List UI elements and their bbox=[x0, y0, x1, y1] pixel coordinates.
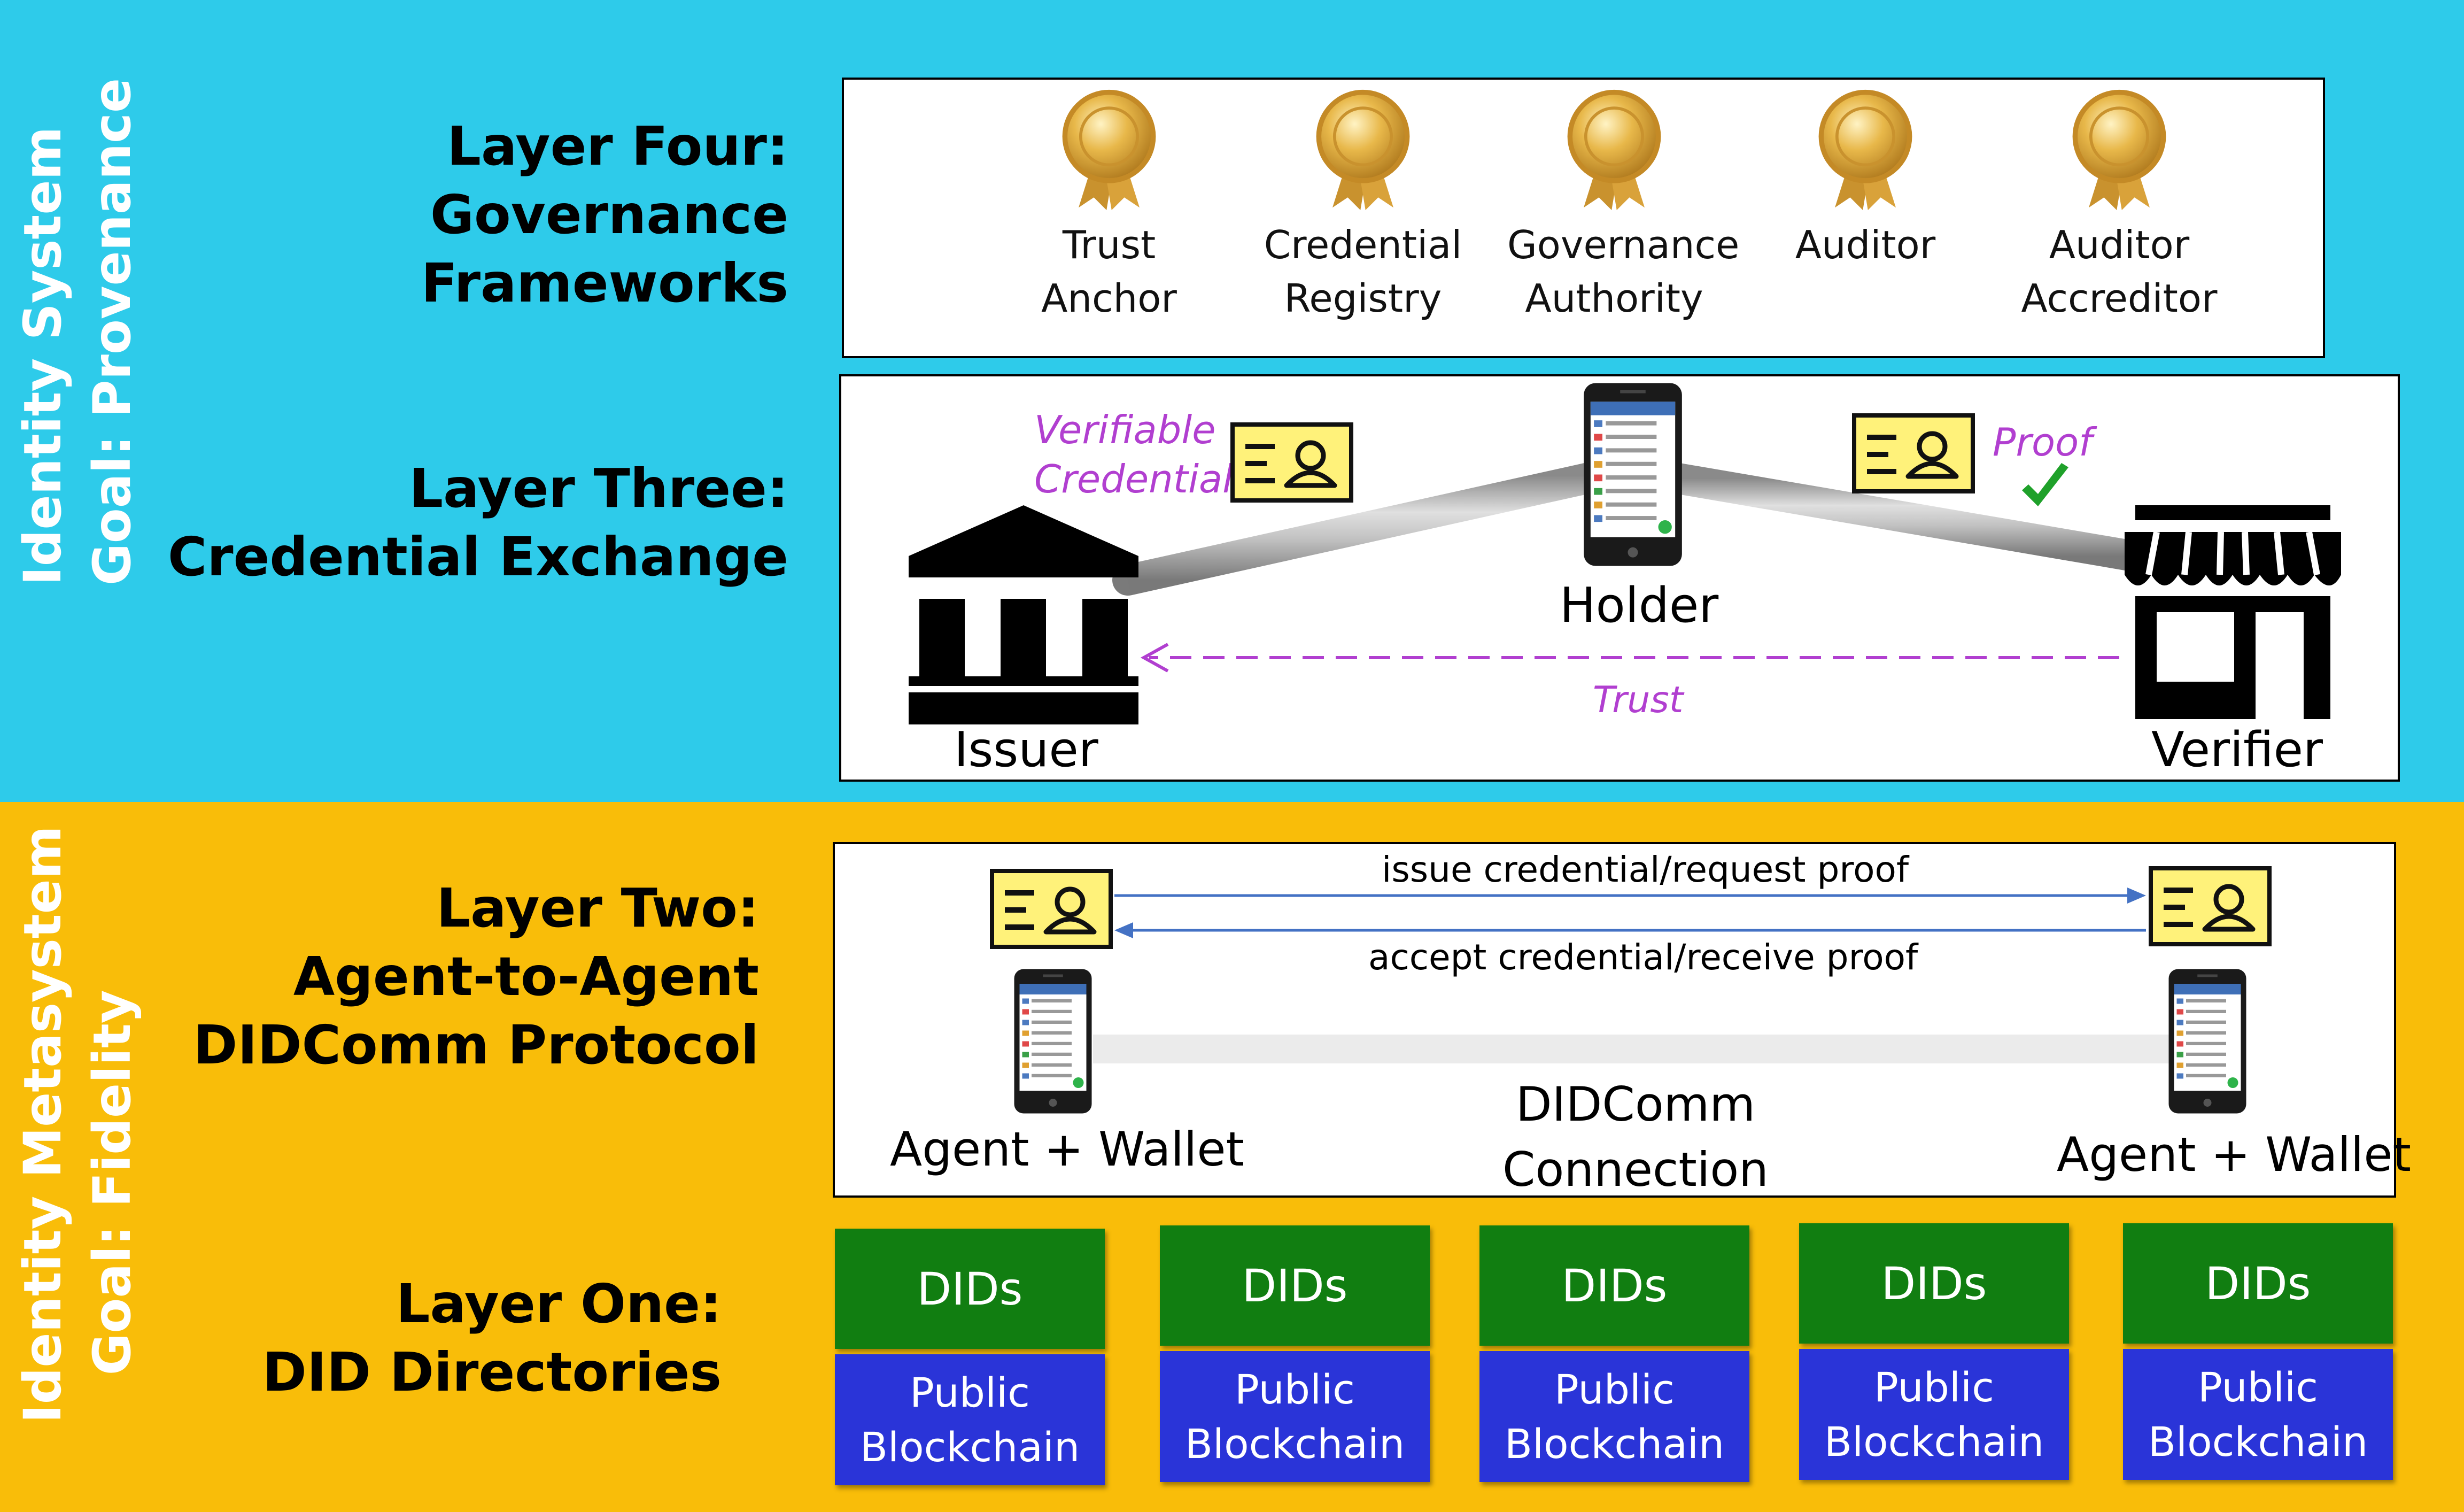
verifiable-credential-label: Verifiable Credential bbox=[1034, 405, 1234, 504]
bottom-arrow-label: accept credential/receive proof bbox=[1368, 937, 1918, 978]
layer-title-line: Frameworks bbox=[421, 252, 788, 314]
verifier-label: Verifier bbox=[2151, 722, 2323, 778]
role-governance-authority: Governance Authority bbox=[1507, 218, 1740, 325]
chain-line: Public bbox=[1235, 1365, 1355, 1413]
layer-one-title: Layer One: DID Directories bbox=[262, 1270, 722, 1407]
connection-line: Connection bbox=[1502, 1142, 1769, 1197]
role-credential-registry: Credential Registry bbox=[1256, 218, 1470, 325]
dids-box: DIDs bbox=[1479, 1225, 1749, 1346]
public-blockchain-box: Public Blockchain bbox=[2123, 1349, 2393, 1480]
role-line: Credential bbox=[1264, 222, 1462, 267]
layer-title-line: Layer Two: bbox=[436, 877, 759, 939]
role-line: Auditor bbox=[1795, 222, 1936, 267]
public-blockchain-box: Public Blockchain bbox=[1160, 1351, 1430, 1482]
connection-line: DIDComm bbox=[1515, 1077, 1756, 1132]
chain-line: Blockchain bbox=[1824, 1417, 2044, 1465]
layer-four-title: Layer Four: Governance Frameworks bbox=[421, 112, 788, 318]
layer-title-line: Layer Four: bbox=[447, 115, 788, 178]
layer-title-line: Governance bbox=[430, 183, 788, 246]
left-agent-credential-card-icon bbox=[990, 869, 1113, 949]
layer-two-title: Layer Two: Agent-to-Agent DIDComm Protoc… bbox=[193, 874, 759, 1079]
vc-line: Verifiable bbox=[1034, 407, 1216, 452]
proof-label: Proof bbox=[1993, 420, 2093, 465]
layer-title-line: DIDComm Protocol bbox=[193, 1014, 759, 1076]
role-line: Anchor bbox=[1041, 276, 1177, 321]
chain-line: Blockchain bbox=[2148, 1417, 2368, 1465]
top-arrow-label: issue credential/request proof bbox=[1382, 849, 1909, 890]
holder-label: Holder bbox=[1560, 577, 1719, 634]
chain-line: Blockchain bbox=[1184, 1420, 1405, 1468]
role-line: Governance bbox=[1507, 222, 1740, 267]
role-auditor: Auditor bbox=[1758, 218, 1972, 272]
role-line: Trust bbox=[1062, 222, 1156, 267]
public-blockchain-box: Public Blockchain bbox=[835, 1354, 1105, 1485]
right-agent-smartphone-wallet-icon bbox=[2167, 965, 2248, 1117]
dids-box: DIDs bbox=[835, 1229, 1105, 1349]
role-line: Registry bbox=[1284, 276, 1442, 321]
right-agent-label: Agent + Wallet bbox=[2057, 1127, 2412, 1182]
layer-three-title: Layer Three: Credential Exchange bbox=[168, 454, 788, 591]
role-line: Auditor bbox=[2049, 222, 2190, 267]
layer-title-line: Agent-to-Agent bbox=[293, 945, 759, 1008]
bank-building-icon bbox=[909, 505, 1138, 724]
chain-line: Public bbox=[1874, 1363, 1994, 1411]
vc-line: Credential bbox=[1034, 457, 1234, 502]
chain-line: Public bbox=[910, 1368, 1030, 1416]
chain-line: Blockchain bbox=[859, 1423, 1080, 1471]
layer-title-line: DID Directories bbox=[262, 1341, 722, 1403]
left-agent-smartphone-wallet-icon bbox=[1013, 965, 1093, 1117]
public-blockchain-box: Public Blockchain bbox=[1799, 1349, 2069, 1480]
dids-box: DIDs bbox=[1160, 1225, 1430, 1346]
left-agent-label: Agent + Wallet bbox=[890, 1122, 1245, 1177]
layer-title-line: Layer One: bbox=[396, 1272, 722, 1335]
chain-line: Blockchain bbox=[1504, 1420, 1725, 1468]
dids-box: DIDs bbox=[2123, 1223, 2393, 1344]
trust-label: Trust bbox=[1593, 679, 1684, 721]
role-trust-anchor: Trust Anchor bbox=[1002, 218, 1216, 325]
dids-box: DIDs bbox=[1799, 1223, 2069, 1344]
role-line: Accreditor bbox=[2021, 276, 2218, 321]
issuer-label: Issuer bbox=[954, 722, 1098, 778]
chain-line: Public bbox=[2198, 1363, 2318, 1411]
storefront-icon bbox=[2125, 505, 2341, 719]
chain-line: Public bbox=[1554, 1365, 1675, 1413]
layer-title-line: Layer Three: bbox=[409, 457, 788, 520]
right-agent-credential-card-icon bbox=[2149, 866, 2272, 946]
layer-title-line: Credential Exchange bbox=[167, 526, 788, 588]
didcomm-connection-label: DIDComm Connection bbox=[1475, 1072, 1796, 1202]
role-auditor-accreditor: Auditor Accreditor bbox=[2012, 218, 2226, 325]
role-line: Authority bbox=[1525, 276, 1703, 321]
public-blockchain-box: Public Blockchain bbox=[1479, 1351, 1749, 1482]
